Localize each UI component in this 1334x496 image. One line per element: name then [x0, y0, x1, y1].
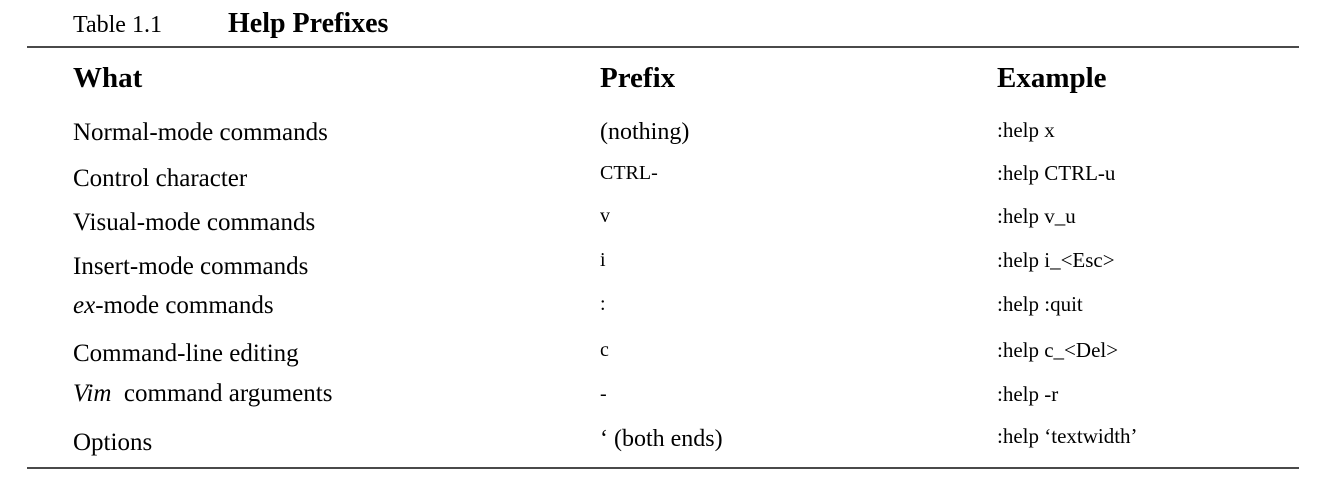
row-example: :help -r	[997, 382, 1059, 406]
row-example: :help c_<Del>	[997, 338, 1119, 362]
row-what-em: ex	[73, 292, 96, 319]
row-what: Visual-mode commands	[73, 209, 316, 236]
row-what: Vim command arguments	[73, 381, 332, 406]
row-what-em: Vim	[73, 380, 112, 407]
row-prefix: (nothing)	[600, 119, 690, 145]
row-prefix: :	[600, 293, 606, 315]
row-what: Options	[73, 429, 153, 456]
row-what: Insert-mode commands	[73, 253, 309, 280]
row-what: ex-mode commands	[73, 293, 274, 318]
table-title: Help Prefixes	[228, 8, 389, 39]
row-example: :help ‘textwidth’	[997, 424, 1138, 448]
top-rule	[27, 46, 1299, 48]
row-what: Control character	[73, 165, 248, 192]
row-prefix: i	[600, 249, 606, 271]
row-prefix: -	[600, 383, 607, 405]
row-what: Normal-mode commands	[73, 119, 328, 146]
row-prefix: CTRL-	[600, 162, 658, 184]
row-what-rest: command arguments	[111, 380, 333, 407]
table-caption: Table 1.1 Help Prefixes	[73, 8, 388, 44]
row-what-rest: -mode commands	[95, 292, 274, 319]
row-prefix: v	[600, 205, 610, 227]
header-prefix: Prefix	[600, 62, 676, 94]
row-example: :help CTRL-u	[997, 161, 1116, 185]
header-what: What	[73, 62, 143, 94]
row-prefix: c	[600, 339, 609, 361]
row-example: :help i_<Esc>	[997, 248, 1115, 272]
bottom-rule	[27, 467, 1299, 469]
row-example: :help x	[997, 118, 1055, 142]
table-number: Table 1.1	[73, 12, 162, 38]
row-example: :help v_u	[997, 204, 1076, 228]
row-example: :help :quit	[997, 292, 1083, 316]
row-what: Command-line editing	[73, 340, 299, 367]
row-prefix: ‘ (both ends)	[600, 426, 723, 452]
header-example: Example	[997, 62, 1107, 94]
